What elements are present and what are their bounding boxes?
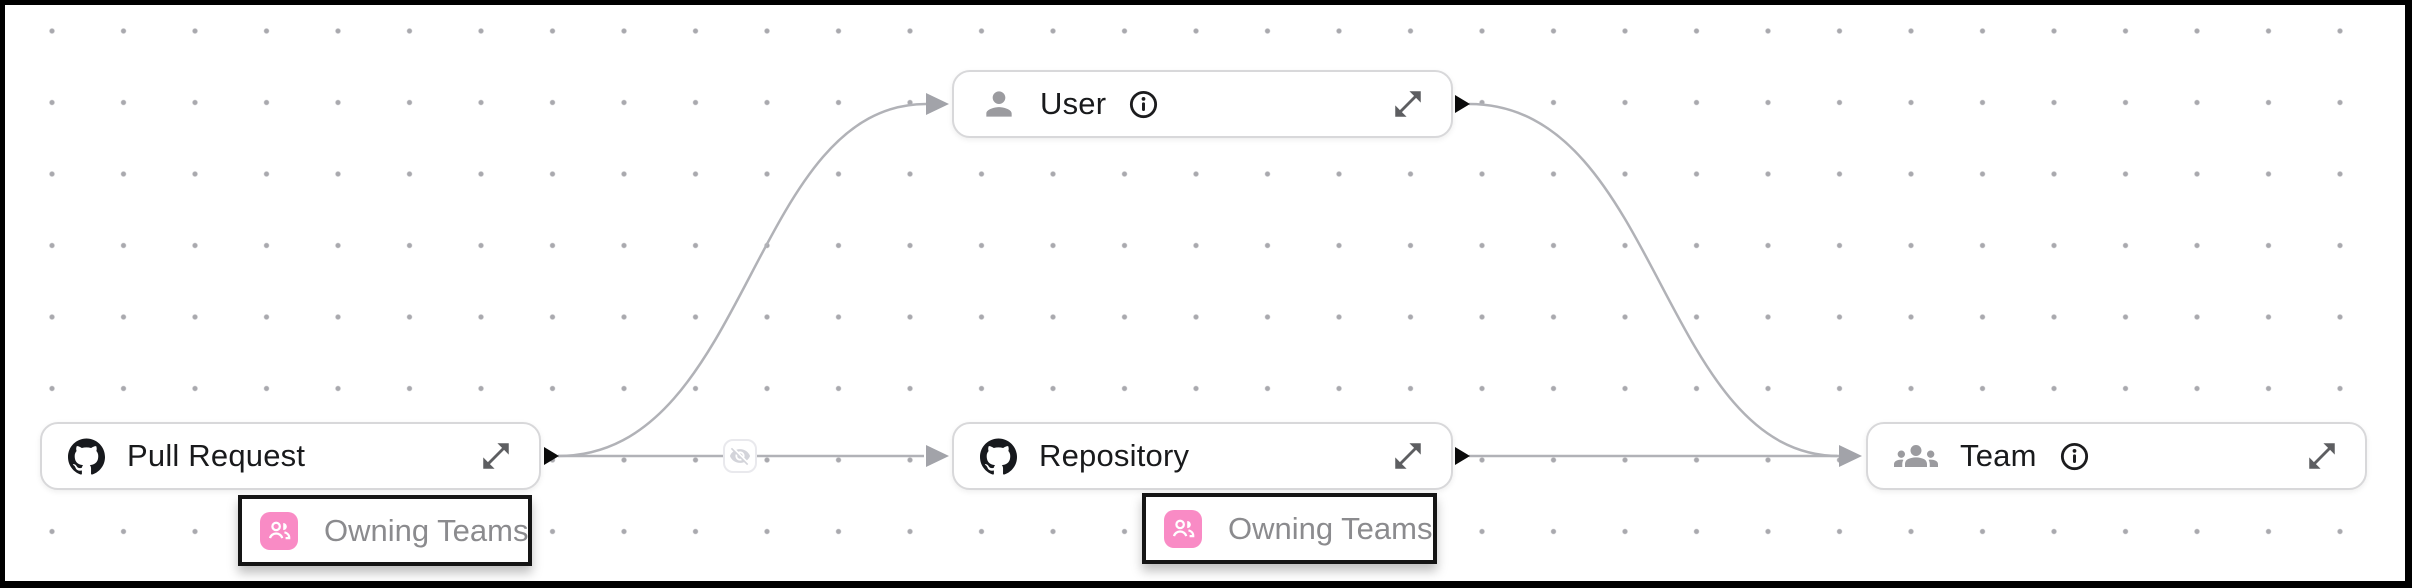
- expand-icon[interactable]: [479, 439, 513, 473]
- info-icon[interactable]: [2059, 441, 2090, 472]
- source-handle-repository[interactable]: [1455, 447, 1470, 465]
- expand-icon[interactable]: [1391, 439, 1425, 473]
- badge-label: Owning Teams: [324, 512, 529, 548]
- user-person-icon: [980, 85, 1018, 123]
- node-repository[interactable]: Repository: [952, 422, 1453, 490]
- edge-user-team[interactable]: [1468, 102, 1840, 458]
- node-label: Pull Request: [127, 438, 306, 473]
- node-user[interactable]: User: [952, 70, 1453, 138]
- expand-icon[interactable]: [2305, 439, 2339, 473]
- github-icon: [980, 437, 1017, 475]
- info-icon[interactable]: [1128, 89, 1159, 120]
- owning-teams-pink-icon: [1164, 509, 1202, 548]
- arrowhead-into-repository: [926, 445, 949, 467]
- owning-teams-badge-repository[interactable]: Owning Teams: [1142, 493, 1437, 564]
- expand-icon[interactable]: [1391, 87, 1425, 121]
- source-handle-user[interactable]: [1455, 95, 1470, 113]
- owning-teams-badge-pull-request[interactable]: Owning Teams: [238, 495, 532, 566]
- hidden-relationship-marker[interactable]: [723, 439, 757, 473]
- owning-teams-pink-icon: [260, 511, 298, 550]
- node-team[interactable]: Team: [1866, 422, 2367, 490]
- node-label: Team: [1960, 438, 2037, 473]
- team-group-icon: [1894, 434, 1938, 478]
- node-pull-request[interactable]: Pull Request: [40, 422, 541, 490]
- node-label: User: [1040, 86, 1107, 121]
- arrowhead-into-user: [926, 93, 949, 115]
- arrowhead-into-team: [1839, 445, 1862, 467]
- badge-label: Owning Teams: [1228, 510, 1433, 546]
- edge-pullrequest-user[interactable]: [557, 102, 927, 458]
- node-label: Repository: [1039, 438, 1190, 473]
- visibility-off-icon: [729, 447, 751, 466]
- github-icon: [68, 437, 105, 475]
- source-handle-pull-request[interactable]: [544, 447, 559, 465]
